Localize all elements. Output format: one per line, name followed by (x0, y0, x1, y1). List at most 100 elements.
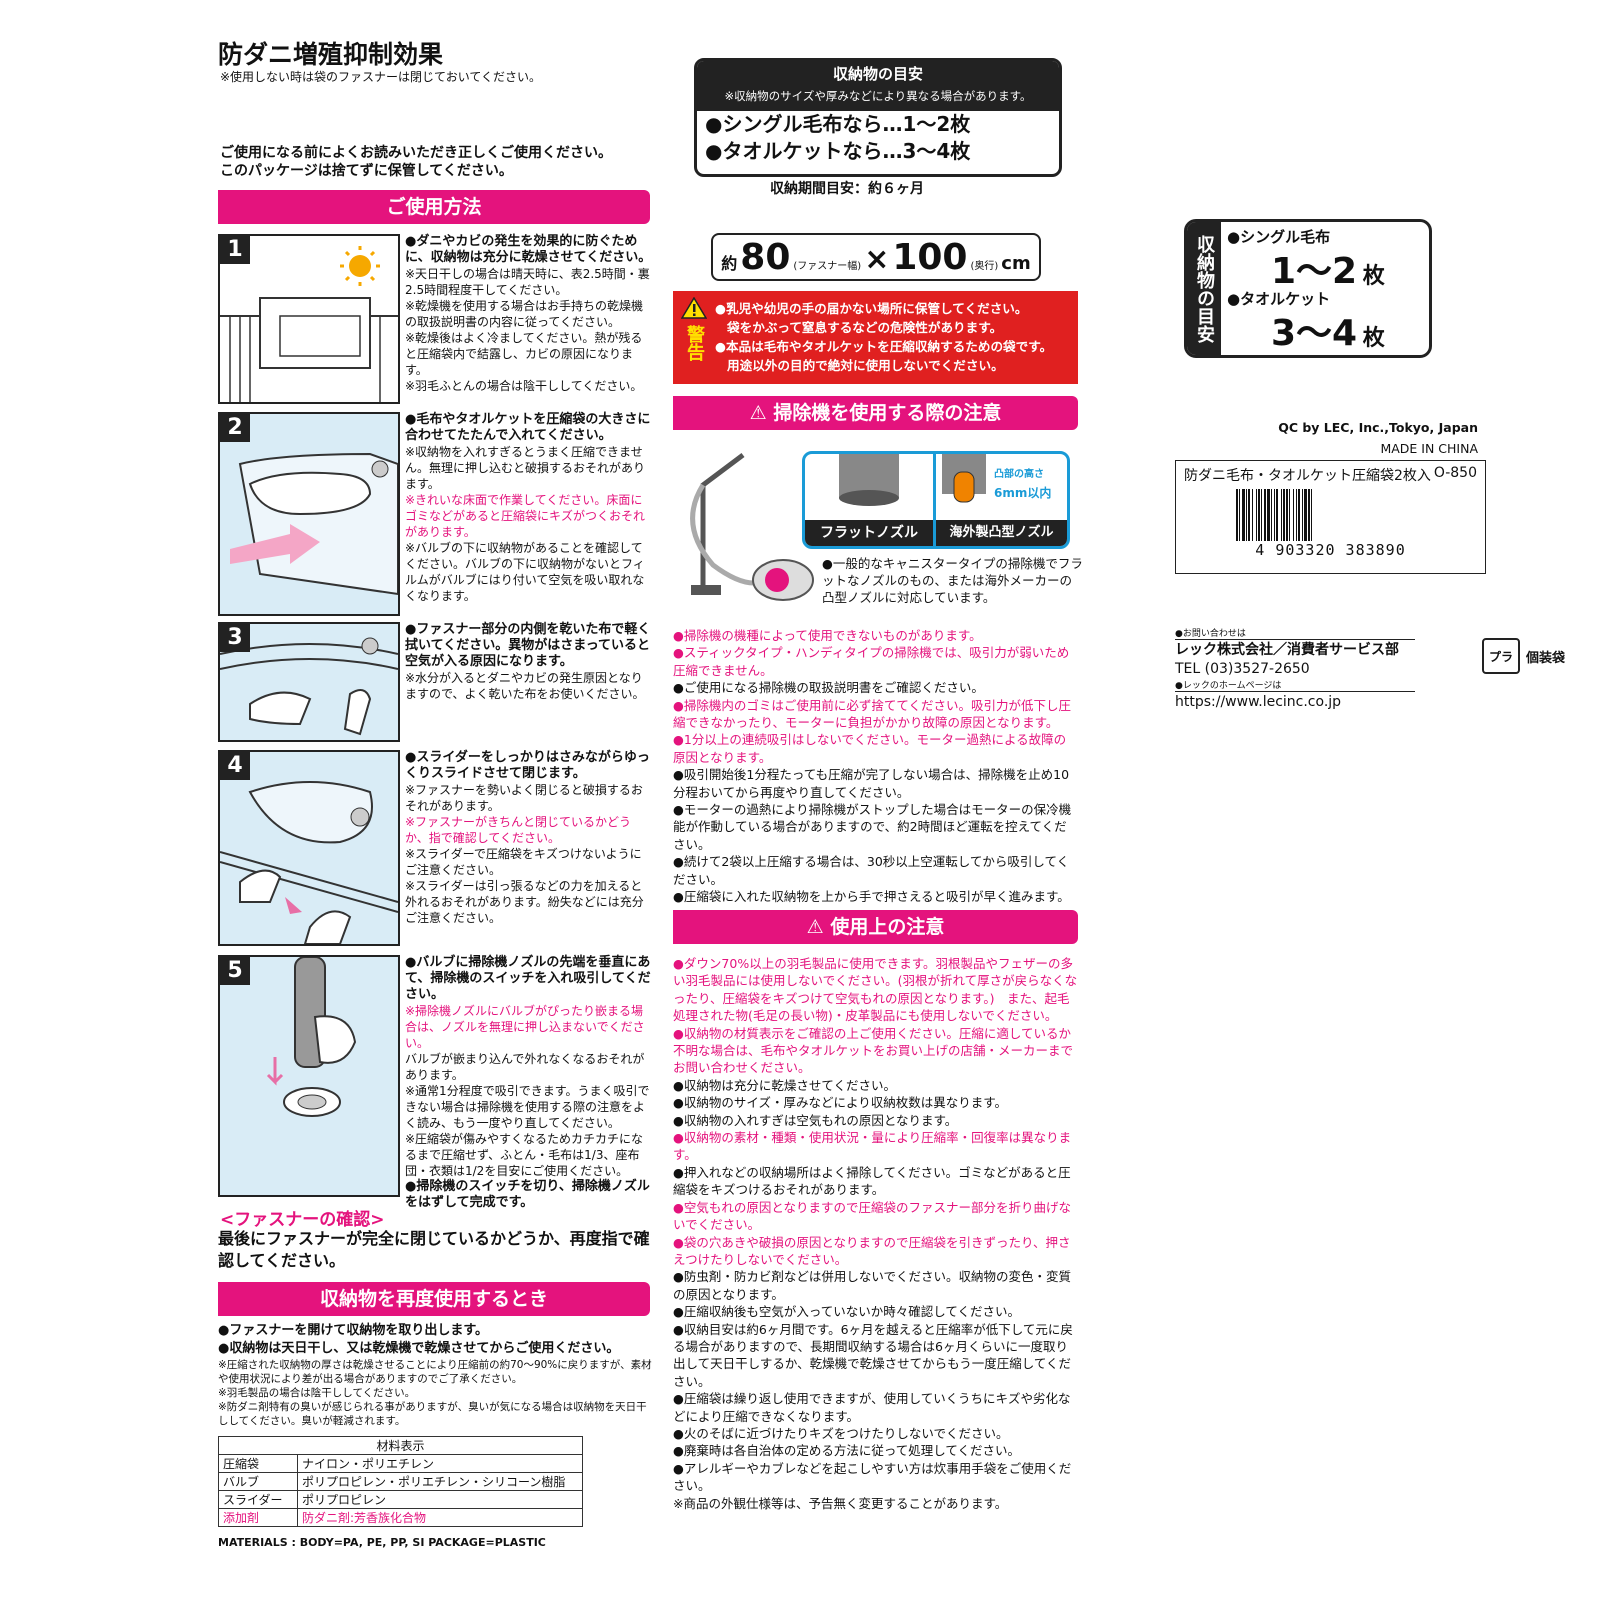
capacity-count-2: 3〜4 (1271, 313, 1358, 354)
caution-note: ●防虫剤・防カビ剤などは併用しないでください。収納物の変色・変質の原因となります… (673, 1269, 1072, 1302)
step-line: ※スライダーは引っ張るなどの力を加えると外れるおそれがあります。紛失などには充分… (405, 879, 644, 925)
hp-label: ●レックのホームページは (1175, 678, 1415, 692)
warning-line: ●本品は毛布やタオルケットを圧縮収納するための袋です。 (715, 339, 1053, 354)
barcode-bar (1256, 489, 1258, 541)
caution-note: ●袋の穴あきや破損の原因となりますので圧縮袋を引きずったり、押さえつけたりしない… (673, 1234, 1071, 1267)
storage-guide-title: 収納物の目安 (832, 65, 923, 83)
usage-heading: ご使用方法 (218, 190, 650, 224)
barcode-bar (1285, 489, 1288, 541)
warning-line: ●乳児や幼児の手の届かない場所に保管してください。 (715, 301, 1028, 316)
barcode-bar (1301, 489, 1303, 541)
size-prefix: 約 (721, 254, 738, 273)
storage-guide-note: ※収納物のサイズや厚みなどにより異なる場合があります。 (724, 89, 1032, 103)
barcode-bar (1255, 489, 1257, 541)
intro: ご使用になる前によくお読みいただき正しくご使用ください。 このパッケージは捨てず… (220, 144, 612, 180)
company-name: レック株式会社／消費者サービス部 (1175, 642, 1399, 658)
reuse-section: ●ファスナーを開けて収納物を取り出します。 ●収納物は天日干し、又は乾燥機で乾燥… (218, 1322, 652, 1428)
vacuum-note: ●スティックタイプ・ハンディタイプの掃除機では、吸引力が弱いため圧縮できません。 (673, 645, 1070, 678)
barcode-bar (1249, 489, 1252, 541)
barcode-bar (1273, 489, 1275, 541)
warning-triangle-icon: ⚠ (749, 402, 767, 424)
barcode-bar (1284, 489, 1286, 541)
barcode-bar (1257, 489, 1260, 541)
vacuum-note: ●続けて2袋以上圧縮する場合は、30秒以上空運転してから吸引してください。 (673, 854, 1070, 887)
caution-note: ●収納物の材質表示をご確認の上ご使用ください。圧縮に適しているか不明な場合は、毛… (673, 1025, 1074, 1076)
step-line: ※ファスナーを勢いよく閉じると破損するおそれがあります。 (405, 783, 643, 813)
step-2-illustration: 2 (218, 412, 400, 616)
barcode-bar (1246, 489, 1248, 541)
materials-value: ポリプロピレン (297, 1490, 583, 1509)
step-number: 3 (220, 624, 250, 652)
materials-table: 材料表示 圧縮袋ナイロン・ポリエチレン バルブポリプロピレン・ポリエチレン・シリ… (218, 1436, 583, 1527)
warning-triangle-icon (680, 296, 708, 319)
materials-value: ナイロン・ポリエチレン (297, 1454, 583, 1473)
vacuum-note: ●吸引開始後1分程たっても圧縮が完了しない場合は、掃除機を止め10分程おいてから… (673, 767, 1070, 800)
barcode-bar (1296, 489, 1298, 541)
product-name-row: 防ダニ毛布・タオルケット圧縮袋2枚入 O-850 (1176, 461, 1485, 489)
step-number: 1 (220, 236, 250, 264)
wipe-illustration (220, 637, 398, 736)
barcode-bar (1270, 489, 1272, 541)
caution-note: ●火のそばに近づけたりキズをつけたりしないでください。 (673, 1425, 1009, 1441)
barcode-bar (1265, 489, 1267, 541)
convex-height-value: 6mm以内 (994, 486, 1052, 500)
storage-guide-box: 収納物の目安 ※収納物のサイズや厚みなどにより異なる場合があります。 ●シングル… (694, 58, 1062, 177)
caution-note: ●収納目安は約6ヶ月間です。6ヶ月を越えると圧縮率が低下して元に戻る場合がありま… (673, 1321, 1073, 1389)
step-line: ※ファスナーがきちんと閉じているかどうか、指で確認してください。 (405, 815, 632, 845)
caution-note: ●ダウン70%以上の羽毛製品に使用できます。羽根製品やフェザーの多い羽毛製品には… (673, 956, 1078, 1024)
step-3-illustration: 3 (218, 622, 400, 742)
reuse-note: ※圧縮された収納物の厚さは乾燥させることにより圧縮前の約70〜90%に戻りますが… (218, 1359, 652, 1385)
storage-guide-line-2: ●タオルケットなら…3〜4枚 (705, 139, 971, 163)
caution-note: ※商品の外観仕様等は、予告無く変更することがあります。 (673, 1495, 1008, 1511)
step-5-text: ●バルブに掃除機ノズルの先端を垂直にあて、掃除機のスイッチを入れ吸引してください… (405, 955, 652, 1211)
barcode-bar (1281, 489, 1283, 541)
cautions-heading-text: 使用上の注意 (830, 916, 945, 938)
step-line: ※乾燥後はよく冷ましてください。熱が残ると圧縮袋内で結露し、カビの原因になります… (405, 331, 643, 377)
sun-icon (340, 246, 380, 286)
step-line: ※通常1分程度で吸引できます。うまく吸引できない場合は掃除機を使用する際の注意を… (405, 1084, 650, 1130)
barcode-bar (1244, 489, 1246, 541)
step-line: ※収納物を入れすぎるとうまく圧縮できません。無理に押し込むと破損するおそれがあり… (405, 445, 646, 491)
caution-note: ●収納物のサイズ・厚みなどにより収納枚数は異なります。 (673, 1095, 1008, 1111)
header-note: ※使用しない時は袋のファスナーは閉じておいてください。 (220, 70, 541, 84)
step-line: ※圧縮袋が傷みやすくなるためカチカチになるまで圧縮せず、ふとん・毛布は1/3、座… (405, 1132, 644, 1178)
capacity-box: 収納物の目安 ●シングル毛布 1〜2 枚 ●タオルケット 3〜4 枚 (1184, 219, 1432, 358)
barcode-bar (1251, 489, 1253, 541)
materials-english: MATERIALS : BODY=PA, PE, PP, SI PACKAGE=… (218, 1536, 546, 1549)
barcode-bar (1274, 489, 1276, 541)
nozzle-flat-label: フラットノズル (805, 520, 933, 546)
barcode-bar (1287, 489, 1289, 541)
storage-guide-line-1: ●シングル毛布なら…1〜2枚 (705, 112, 971, 136)
recycle-pla-icon: プラ (1482, 638, 1520, 674)
vacuum-note: ●掃除機の機種によって使用できないものがあります。 (673, 628, 982, 643)
barcode-bar (1299, 489, 1302, 541)
vacuum-notes: ●掃除機の機種によって使用できないものがあります。 ●スティックタイプ・ハンディ… (673, 627, 1078, 906)
barcode-bar (1259, 489, 1261, 541)
step-line: ※バルブの下に収納物があることを確認してください。バルブの下に収納物がないとフィ… (405, 541, 645, 603)
barcode-bar (1260, 489, 1262, 541)
step-5-illustration: 5 (218, 955, 400, 1197)
barcode-bar (1245, 489, 1247, 541)
step-number: 2 (220, 414, 250, 442)
materials-key: バルブ (218, 1472, 298, 1491)
website-url: https://www.lecinc.co.jp (1175, 694, 1342, 710)
vacuum-desc: ●一般的なキャニスタータイプの掃除機でフラットなノズルのもの、または海外メーカー… (822, 556, 1083, 605)
step-line: ※羽毛ふとんの場合は陰干ししてください。 (405, 379, 643, 393)
barcode-bar (1302, 489, 1304, 541)
caution-note: ●押入れなどの収納場所はよく掃除してください。ゴミなどがあると圧縮袋をキズつける… (673, 1164, 1071, 1198)
warning-line: 袋をかぶって窒息するなどの危険性があります。 (727, 320, 1003, 335)
barcode-bar (1247, 489, 1250, 541)
convex-height-label: 凸部の高さ (994, 469, 1044, 480)
capacity-item-2: ●タオルケット (1227, 290, 1331, 308)
barcode-bar (1261, 489, 1264, 541)
step-line: ●掃除機のスイッチを切り、掃除機ノズルをはずして完成です。 (405, 1179, 650, 1210)
materials-key: 圧縮袋 (218, 1454, 298, 1473)
warning-text: ●乳児や幼児の手の届かない場所に保管してください。 袋をかぶって窒息するなどの危… (715, 299, 1052, 375)
storage-period: 収納期間目安：約６ヶ月 (770, 181, 924, 197)
barcode-bar (1252, 489, 1256, 541)
caution-note: ●廃棄時は各自治体の定める方法に従って処理してください。 (673, 1443, 1021, 1459)
vacuum-heading-text: 掃除機を使用する際の注意 (773, 402, 1002, 424)
warning-label: 警告 (684, 325, 705, 361)
barcode-bar (1293, 489, 1296, 541)
origin-line: MADE IN CHINA (1380, 441, 1478, 456)
